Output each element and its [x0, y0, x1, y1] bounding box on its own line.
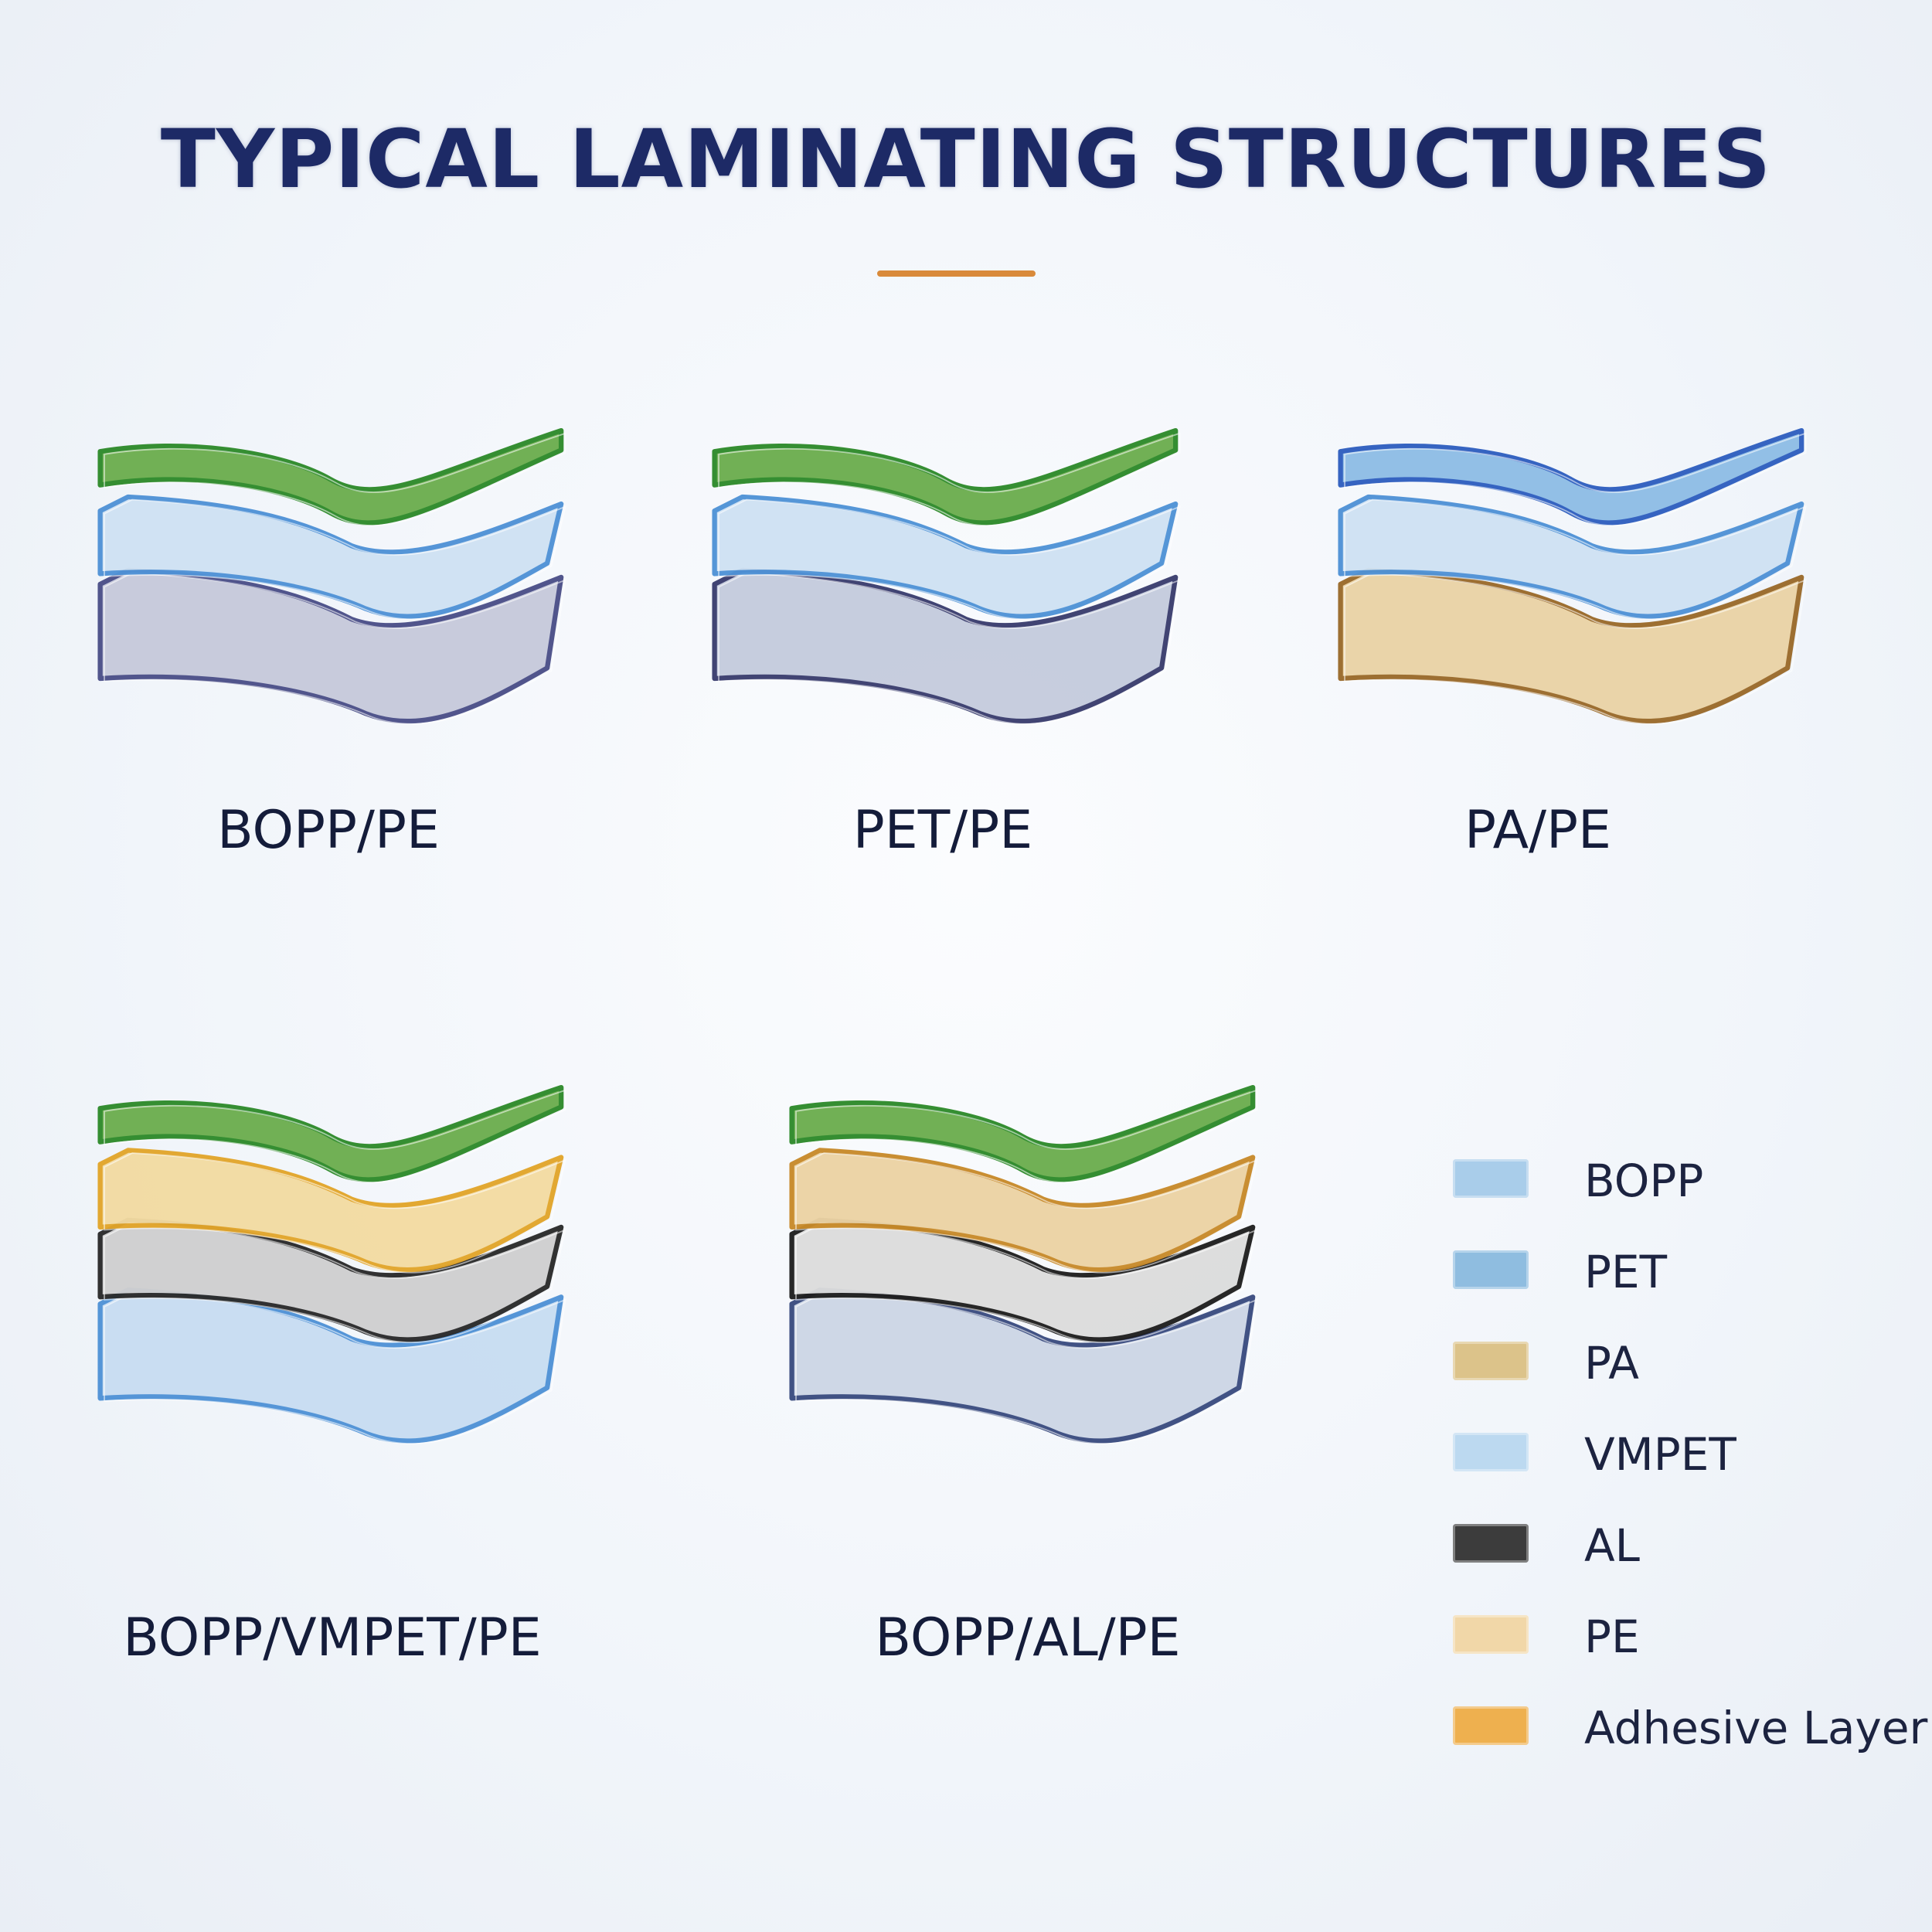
structure-bopp-al-pe-layer-4-highlight	[795, 1291, 1258, 1445]
structure-bopp-vmpet-pe-layer-1-shape	[97, 1084, 564, 1182]
structure-pa-pe	[1314, 410, 1870, 773]
structure-pet-pe	[688, 410, 1244, 773]
structure-pet-pe-layer-3-shape	[712, 567, 1179, 724]
structure-pet-pe-layer-2-shape	[712, 494, 1179, 619]
structure-bopp-vmpet-pe	[73, 1066, 630, 1445]
structure-bopp-pe-layer-2-shape	[97, 494, 564, 619]
structure-pet-pe-layer-3	[712, 567, 1181, 725]
structure-pet-pe-layer-3-highlight	[718, 572, 1181, 725]
structure-label-bopp-al-pe: BOPP/AL/PE	[875, 1607, 1181, 1668]
structure-label-pet-pe: PET/PE	[852, 800, 1033, 861]
structure-bopp-al-pe-layer-2-highlight	[795, 1152, 1258, 1274]
structure-bopp-al-pe-layer-2	[789, 1148, 1258, 1274]
structure-label-bopp-vmpet-pe: BOPP/VMPET/PE	[123, 1607, 542, 1668]
legend-item-pet: PET	[1453, 1235, 1917, 1326]
structure-pa-pe-layer-2	[1338, 494, 1807, 621]
legend-swatch-bopp	[1453, 1159, 1529, 1198]
title-underline	[877, 270, 1036, 277]
structure-bopp-vmpet-pe-layer-4-shape	[97, 1287, 564, 1444]
structure-pa-pe-layers	[1338, 427, 1807, 725]
structure-bopp-vmpet-pe-layer-2-highlight	[104, 1152, 566, 1274]
structure-pa-pe-layer-1-shape	[1338, 427, 1804, 526]
legend-swatch-pa	[1453, 1342, 1529, 1380]
structure-label-bopp-pe: BOPP/PE	[217, 800, 440, 861]
structure-bopp-vmpet-pe-layer-4	[97, 1287, 566, 1445]
legend-item-pa: PA	[1453, 1326, 1917, 1417]
structure-bopp-vmpet-pe-layer-2	[97, 1148, 566, 1274]
structure-bopp-vmpet-pe-layer-3-shape	[97, 1217, 564, 1342]
structure-pet-pe-layer-1-shape	[712, 427, 1179, 526]
structure-pa-pe-layer-3-shape	[1338, 567, 1804, 724]
structure-bopp-pe-layer-3-shape	[97, 567, 564, 724]
legend-label-bopp: BOPP	[1584, 1155, 1704, 1207]
legend-item-bopp: BOPP	[1453, 1144, 1917, 1235]
structure-bopp-al-pe-layer-3-highlight	[795, 1222, 1258, 1343]
structure-pa-pe-layer-2-highlight	[1344, 498, 1807, 621]
legend-item-adhesive-layer: Adhesive Layer	[1453, 1691, 1927, 1782]
structure-bopp-vmpet-pe-layer-3	[97, 1217, 566, 1343]
legend-label-adhesive-layer: Adhesive Layer	[1584, 1702, 1928, 1754]
structure-pet-pe-layer-2-highlight	[718, 498, 1181, 621]
structure-pa-pe-layer-3-highlight	[1344, 572, 1807, 725]
structure-bopp-vmpet-pe-layer-1-highlight	[104, 1089, 566, 1183]
legend-label-pa: PA	[1584, 1337, 1639, 1389]
legend-swatch-adhesive-layer	[1453, 1706, 1529, 1745]
page-title: TYPICAL LAMINATING STRUCTURES	[160, 112, 1772, 206]
structure-label-pa-pe: PA/PE	[1464, 800, 1612, 861]
legend-swatch-al	[1453, 1524, 1529, 1563]
structure-bopp-pe-layers	[97, 427, 566, 725]
structure-bopp-pe-layer-2-highlight	[104, 498, 566, 621]
structure-pet-pe-layer-2	[712, 494, 1181, 621]
structure-pa-pe-layer-1-highlight	[1344, 432, 1807, 526]
structure-bopp-al-pe-layer-3-shape	[789, 1217, 1256, 1342]
legend-swatch-vmpet	[1453, 1433, 1529, 1471]
structure-bopp-al-pe	[765, 1066, 1321, 1445]
legend-item-al: AL	[1453, 1509, 1917, 1600]
legend-label-pe: PE	[1584, 1611, 1640, 1663]
legend-label-pet: PET	[1584, 1246, 1668, 1298]
structure-bopp-al-pe-layer-2-shape	[789, 1148, 1256, 1273]
structure-bopp-pe-layer-1-highlight	[104, 432, 566, 526]
structure-bopp-al-pe-layer-4	[789, 1287, 1258, 1445]
structure-bopp-pe-layer-3	[97, 567, 566, 725]
structure-bopp-al-pe-layer-1-highlight	[795, 1089, 1258, 1183]
structure-bopp-pe-layer-3-highlight	[104, 572, 566, 725]
legend-swatch-pet	[1453, 1250, 1529, 1289]
structure-bopp-vmpet-pe-layer-4-highlight	[104, 1291, 566, 1445]
legend-swatch-pe	[1453, 1615, 1529, 1654]
structure-pa-pe-layer-3	[1338, 567, 1807, 725]
structure-pet-pe-layers	[712, 427, 1181, 725]
structure-bopp-al-pe-layer-1-shape	[789, 1084, 1256, 1182]
structure-bopp-pe	[73, 410, 630, 773]
structure-bopp-vmpet-pe-layers	[97, 1084, 566, 1445]
legend-label-al: AL	[1584, 1519, 1640, 1572]
structure-bopp-pe-layer-1	[97, 427, 566, 526]
structure-bopp-vmpet-pe-layer-3-highlight	[104, 1222, 566, 1343]
legend-item-vmpet: VMPET	[1453, 1417, 1917, 1509]
structure-pa-pe-layer-1	[1338, 427, 1807, 526]
structure-pa-pe-layer-2-shape	[1338, 494, 1804, 619]
legend-item-pe: PE	[1453, 1600, 1917, 1691]
structure-bopp-vmpet-pe-layer-1	[97, 1084, 566, 1183]
structure-pet-pe-layer-1	[712, 427, 1181, 526]
material-legend: BOPP PET PA VMPET AL PE Adhesive Layer	[1453, 1144, 1927, 1782]
structure-bopp-vmpet-pe-layer-2-shape	[97, 1148, 564, 1273]
structure-bopp-al-pe-layer-4-shape	[789, 1287, 1256, 1444]
structure-bopp-al-pe-layer-3	[789, 1217, 1258, 1343]
structure-bopp-al-pe-layer-1	[789, 1084, 1258, 1183]
structure-pet-pe-layer-1-highlight	[718, 432, 1181, 526]
structure-bopp-al-pe-layers	[789, 1084, 1258, 1445]
legend-label-vmpet: VMPET	[1584, 1428, 1736, 1481]
structure-bopp-pe-layer-1-shape	[97, 427, 564, 526]
structure-bopp-pe-layer-2	[97, 494, 566, 621]
